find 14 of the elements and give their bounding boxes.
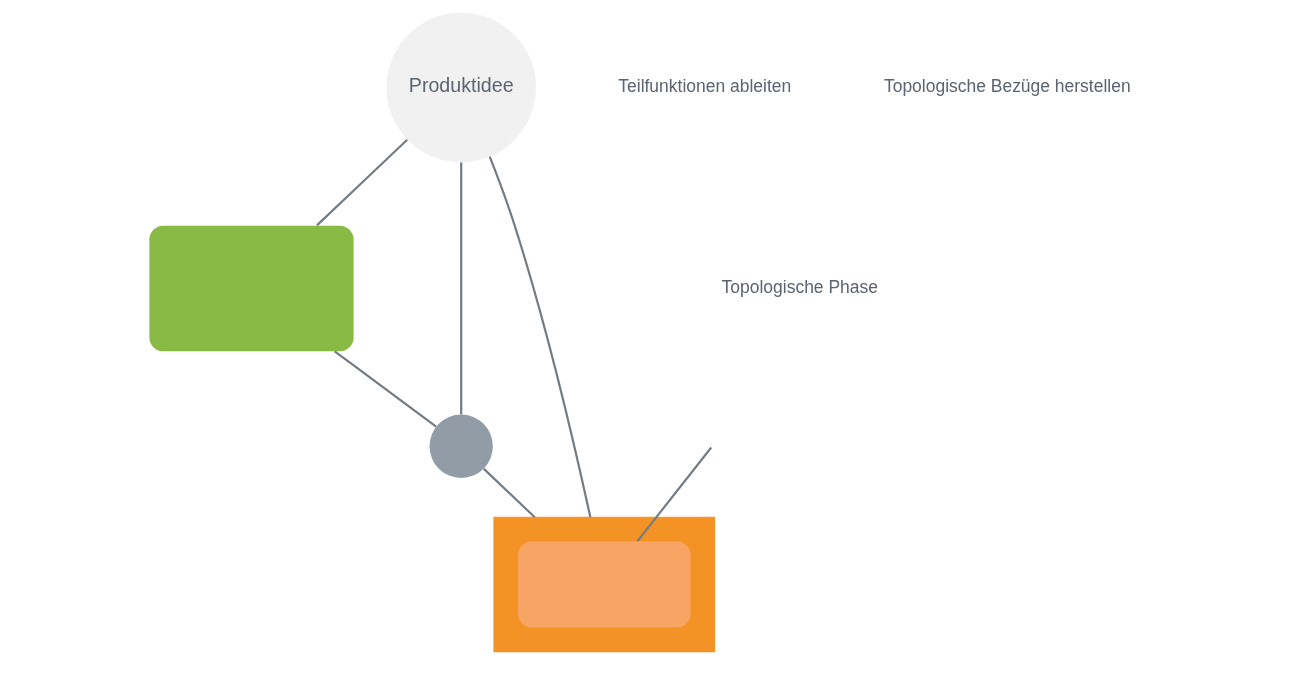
label: Topologische Phase bbox=[721, 276, 878, 297]
connector bbox=[482, 468, 535, 519]
connector bbox=[459, 162, 462, 415]
connector bbox=[315, 138, 408, 227]
node-circle: Produktidee bbox=[385, 12, 536, 163]
cluster bbox=[492, 516, 715, 653]
node-box bbox=[517, 541, 691, 628]
connector bbox=[333, 350, 437, 428]
connector bbox=[488, 156, 591, 518]
label: Teilfunktionen ableiten bbox=[617, 75, 791, 96]
node-box bbox=[148, 225, 354, 352]
node-circle bbox=[429, 414, 493, 478]
connector bbox=[636, 446, 712, 542]
label: Topologische Bezüge herstellen bbox=[883, 75, 1131, 96]
